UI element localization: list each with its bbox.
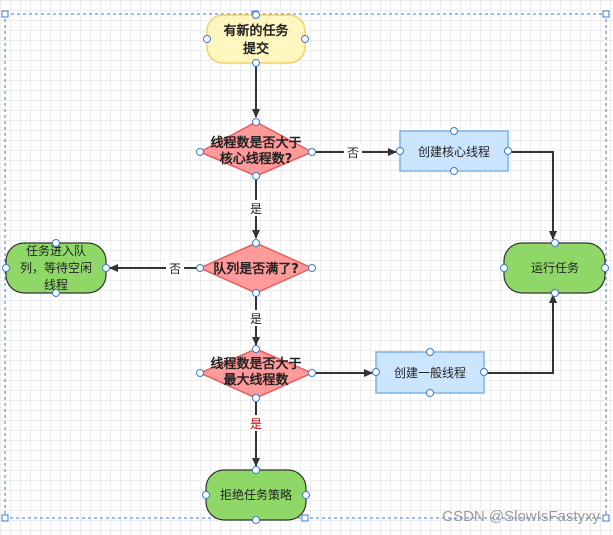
node-run-task-label: 运行任务 <box>531 260 579 275</box>
node-max-check-line-1: 线程数是否大于 <box>210 356 301 372</box>
watermark: CSDN @SlowIsFastyxy <box>442 508 600 525</box>
node-max-check[interactable]: 线程数是否大于 最大线程数 <box>198 348 314 399</box>
edge-label-max-yes: 是 <box>250 417 262 431</box>
node-create-normal-label: 创建一般线程 <box>394 365 466 380</box>
node-reject[interactable]: 拒绝任务策略 <box>205 469 307 521</box>
edge-label-queue-no: 否 <box>169 262 181 276</box>
node-run-task[interactable]: 运行任务 <box>503 242 606 294</box>
edge-create-core-to-run[interactable] <box>509 151 557 240</box>
node-create-core[interactable]: 创建核心线程 <box>399 130 509 172</box>
node-core-check-line-2: 核心线程数? <box>220 151 293 167</box>
node-start[interactable]: 有新的任务 提交 <box>206 14 306 64</box>
node-queue-check-label: 队列是否满了? <box>213 261 299 277</box>
connection-handles[interactable] <box>2 11 609 524</box>
edge-label-core-yes: 是 <box>250 202 262 216</box>
node-enqueue-line-1: 任务进入队 <box>26 243 86 258</box>
node-enqueue-line-3: 线程 <box>44 277 68 292</box>
node-start-line-1: 有新的任务 <box>223 23 289 39</box>
edge-create-normal-to-run[interactable] <box>486 294 557 374</box>
node-start-line-2: 提交 <box>243 41 269 57</box>
node-core-check[interactable]: 线程数是否大于 核心线程数? <box>198 121 314 177</box>
node-max-check-line-2: 最大线程数 <box>223 372 289 388</box>
node-queue-check[interactable]: 队列是否满了? <box>198 242 314 294</box>
node-core-check-line-1: 线程数是否大于 <box>210 135 301 151</box>
node-create-core-label: 创建核心线程 <box>418 144 490 159</box>
node-enqueue-line-2: 列，等待空闲 <box>20 261 92 275</box>
edge-label-core-no: 否 <box>347 146 359 160</box>
edge-label-queue-yes: 是 <box>250 312 262 326</box>
node-reject-label: 拒绝任务策略 <box>220 487 292 502</box>
node-create-normal[interactable]: 创建一般线程 <box>375 351 485 394</box>
node-enqueue[interactable]: 任务进入队 列，等待空闲 线程 <box>5 242 107 294</box>
